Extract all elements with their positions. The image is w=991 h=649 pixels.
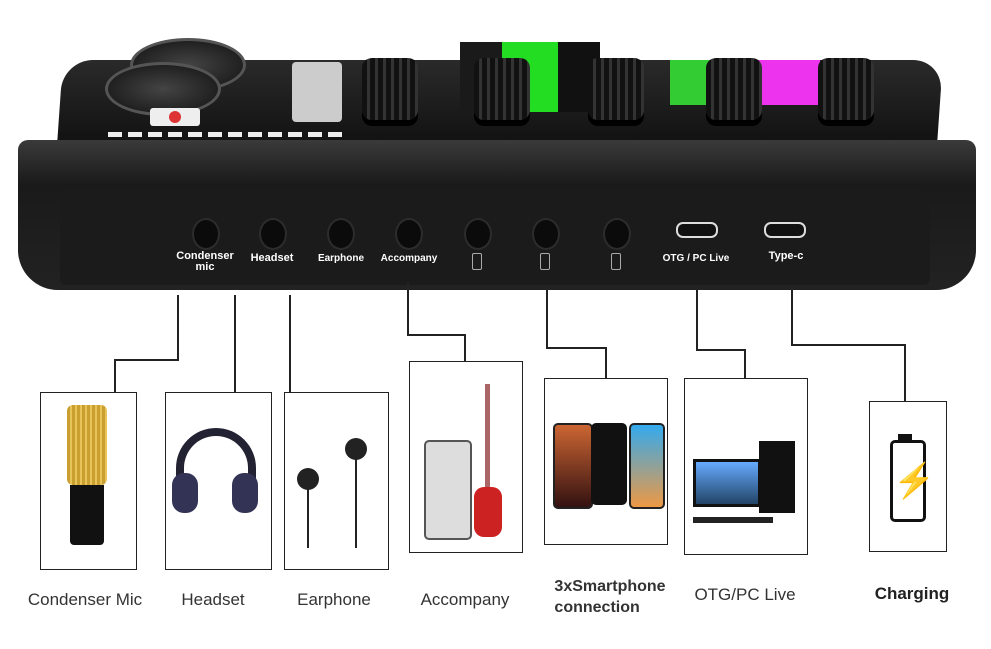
port-label-earphone: Earphone <box>317 253 365 264</box>
knob <box>474 58 530 120</box>
phone-icon <box>472 253 482 270</box>
connector-line <box>114 295 179 392</box>
caption-accompany: Accompany <box>420 590 510 609</box>
accompany-port <box>395 218 423 250</box>
caption-headset: Headset <box>181 590 245 609</box>
indicator-strip <box>108 132 348 137</box>
phone-icon <box>540 253 550 270</box>
knob <box>706 58 762 120</box>
microphone-icon <box>67 405 107 555</box>
caption-condenser-mic: Condenser Mic <box>27 590 143 609</box>
otg-usbc-port <box>676 222 718 238</box>
phone-port-1 <box>464 218 492 250</box>
port-label-accompany: Accompany <box>380 253 438 264</box>
volume-knob <box>105 62 221 116</box>
earphone-box <box>284 392 389 570</box>
connector-line <box>696 285 746 378</box>
slider <box>292 62 342 122</box>
knob <box>588 58 644 120</box>
typec-port <box>764 222 806 238</box>
smartphones-box <box>544 378 668 545</box>
port-label-otg-pc-live: OTG / PC Live <box>662 253 730 264</box>
port-label-typec: Type-c <box>768 250 804 262</box>
knob <box>362 58 418 120</box>
earphone-port <box>327 218 355 250</box>
phone-port-2 <box>532 218 560 250</box>
headset-icon <box>176 428 256 508</box>
connector-line <box>546 285 607 378</box>
condenser-mic-box <box>40 392 137 570</box>
knob <box>818 58 874 120</box>
connector-line <box>407 282 466 361</box>
caption-otg-pc-live: OTG/PC Live <box>694 585 796 604</box>
battery-charging-icon: ⚡ <box>890 440 935 522</box>
computer-box <box>684 378 808 555</box>
record-button <box>150 108 200 126</box>
charging-box: ⚡ <box>869 401 947 552</box>
phone-icon <box>611 253 621 270</box>
accompany-box <box>409 361 523 553</box>
connector-line <box>791 285 906 401</box>
condenser-mic-port <box>192 218 220 250</box>
caption-charging: Charging <box>874 584 950 603</box>
headset-box <box>165 392 272 570</box>
headset-port <box>259 218 287 250</box>
phone-port-3 <box>603 218 631 250</box>
caption-earphone: Earphone <box>297 590 371 609</box>
port-label-headset: Headset <box>250 252 294 264</box>
